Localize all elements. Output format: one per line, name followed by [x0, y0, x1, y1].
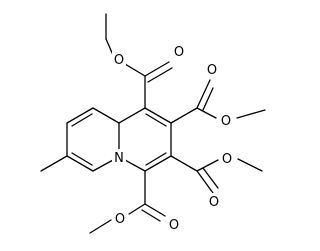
- bond: [144, 203, 166, 217]
- atom-label-o7: O: [115, 212, 125, 227]
- bond: [92, 107, 120, 124]
- bond: [196, 79, 211, 109]
- bond: [66, 155, 94, 172]
- oxygen-atom: O: [172, 43, 186, 60]
- bond: [71, 152, 93, 166]
- bond: [196, 159, 219, 172]
- bond: [196, 170, 214, 194]
- atom-label-o4: O: [221, 114, 231, 129]
- bond: [237, 158, 263, 172]
- bond: [144, 107, 172, 124]
- atom-label-o8: O: [169, 218, 179, 233]
- atom-labels: N O O O O O: [112, 43, 234, 233]
- atom-label-o2: O: [174, 45, 184, 60]
- oxygen-atom: O: [220, 150, 234, 167]
- bond: [144, 61, 170, 77]
- bond: [89, 219, 112, 234]
- oxygen-atom: O: [219, 112, 233, 129]
- bond: [196, 107, 217, 119]
- atom-label-o1: O: [114, 53, 124, 68]
- bond: [141, 209, 161, 222]
- oxygen-atom: O: [113, 210, 127, 227]
- bond: [105, 38, 114, 56]
- bonds: [40, 13, 266, 234]
- bond: [124, 63, 146, 77]
- atom-label-o3: O: [207, 63, 217, 78]
- bond: [145, 113, 167, 127]
- bond: [40, 155, 68, 172]
- bond: [145, 152, 167, 166]
- bond: [170, 107, 198, 124]
- nitrogen-atom: N: [112, 149, 126, 166]
- bond: [118, 107, 146, 124]
- bond: [92, 159, 114, 172]
- atom-label-n1: N: [114, 151, 124, 166]
- atom-label-o6: O: [209, 195, 219, 210]
- bond: [124, 159, 146, 172]
- oxygen-atom: O: [112, 51, 126, 68]
- bond: [128, 203, 146, 215]
- molecule-drawing: N O O O O O: [40, 13, 266, 234]
- bond: [202, 167, 219, 189]
- oxygen-atom: O: [205, 61, 219, 78]
- bond: [71, 113, 93, 127]
- structure-diagram: N O O O O O: [40, 13, 266, 234]
- bond: [66, 107, 94, 124]
- bond: [236, 109, 266, 119]
- oxygen-atom: O: [207, 193, 221, 210]
- bond: [147, 67, 173, 83]
- atom-label-o5: O: [222, 152, 232, 167]
- bond: [202, 87, 214, 111]
- oxygen-atom: O: [167, 216, 181, 233]
- bond: [170, 155, 198, 172]
- bond: [144, 155, 172, 172]
